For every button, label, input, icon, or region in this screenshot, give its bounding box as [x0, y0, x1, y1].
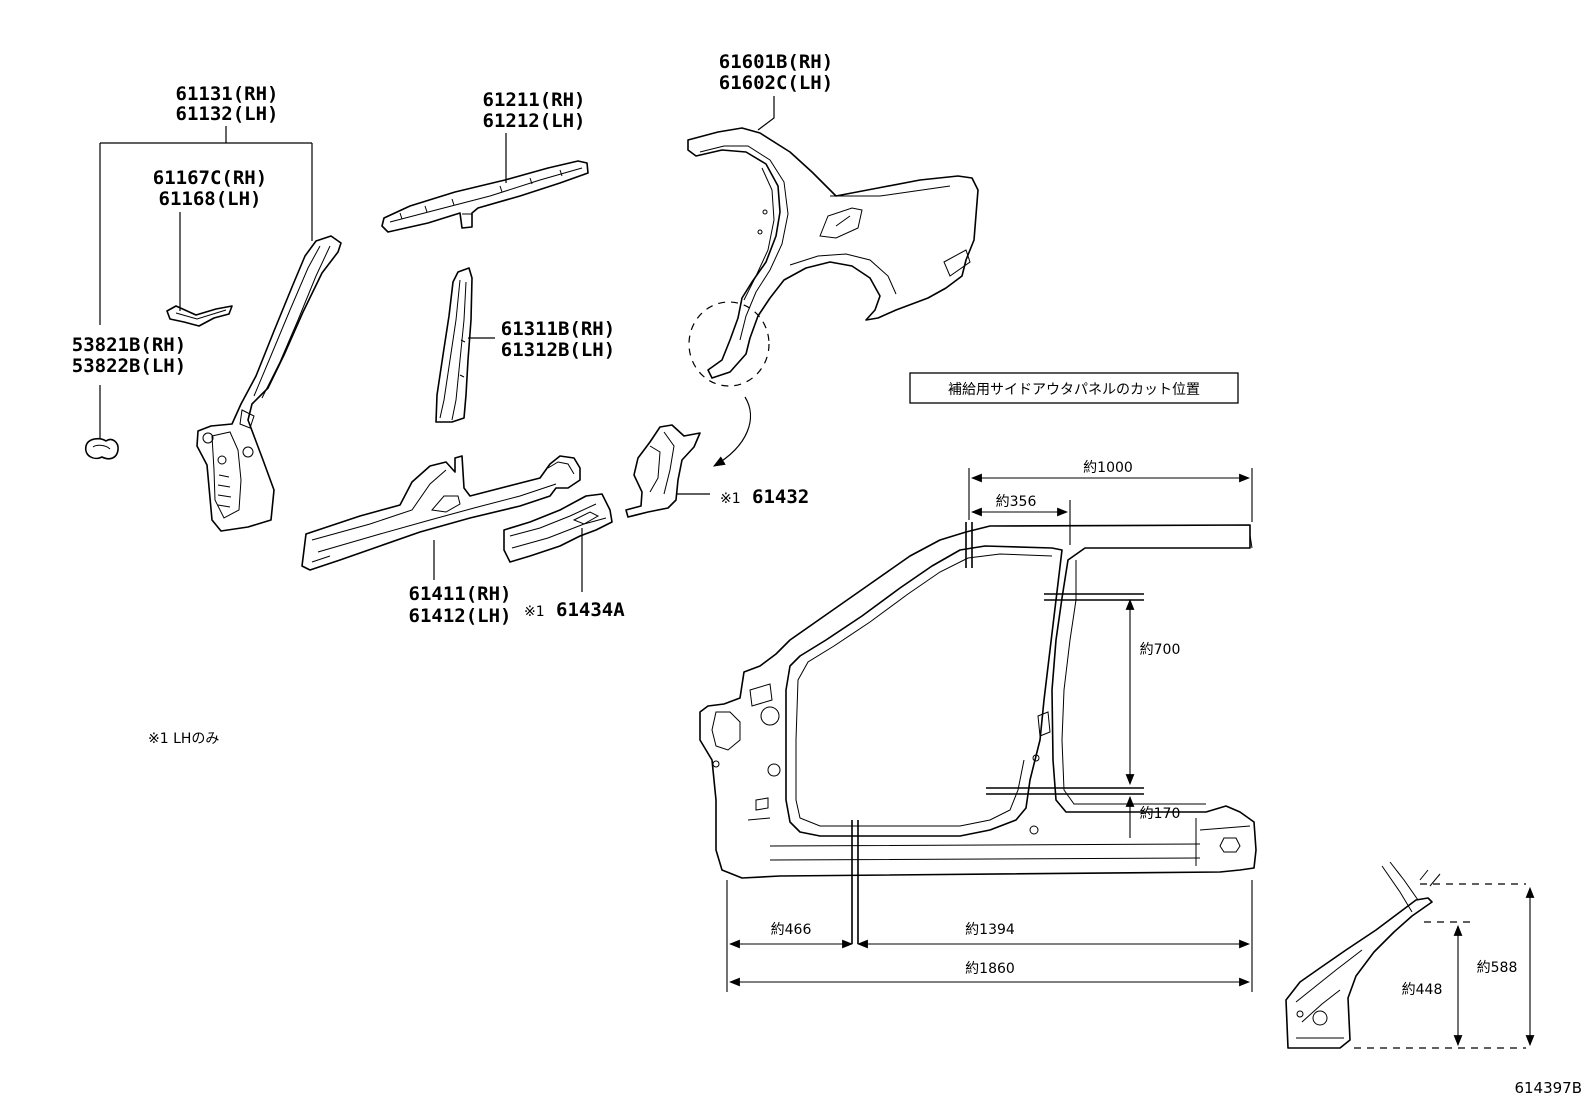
- label-61131-rh: 61131(RH): [176, 83, 279, 105]
- label-61602c-lh: 61602C(LH): [719, 72, 833, 94]
- dim-466: 約466: [771, 922, 812, 938]
- label-61412-lh: 61412(LH): [409, 605, 512, 627]
- dim-1394: 約1394: [965, 922, 1015, 938]
- label-61211-rh: 61211(RH): [483, 89, 586, 111]
- dim-448: 約448: [1402, 982, 1443, 998]
- label-61601b-rh: 61601B(RH): [719, 51, 833, 73]
- cut-position-title-box: 補給用サイドアウタパネルのカット位置: [909, 372, 1239, 404]
- dimension-labels: 約1000 約356 約700 約170 約466 約1394 約1860: [771, 460, 1181, 977]
- rocker-outer-part[interactable]: [301, 455, 581, 571]
- side-outer-panel: [699, 524, 1257, 879]
- dim-356: 約356: [996, 494, 1037, 510]
- label-61434a: 61434A: [556, 599, 625, 621]
- center-pillar-part[interactable]: [435, 267, 473, 423]
- label-61132-lh: 61132(LH): [176, 103, 279, 125]
- cut-position-title: 補給用サイドアウタパネルのカット位置: [948, 382, 1200, 398]
- label-53821b-rh: 53821B(RH): [72, 334, 186, 356]
- part-labels: 61131(RH) 61132(LH) 61167C(RH) 61168(LH)…: [72, 51, 833, 627]
- detail-arrow: [712, 396, 752, 467]
- label-61432-mark: ※1: [720, 491, 741, 507]
- wheel-arch-detail: [1285, 861, 1441, 1049]
- label-61432: 61432: [752, 486, 809, 508]
- dim-1860: 約1860: [965, 961, 1015, 977]
- label-61411-rh: 61411(RH): [409, 583, 512, 605]
- roof-rail-part[interactable]: [381, 160, 589, 233]
- dim-588: 約588: [1477, 960, 1518, 976]
- label-61434a-mark: ※1: [524, 604, 545, 620]
- label-53822b-lh: 53822B(LH): [72, 355, 186, 377]
- label-61311b-rh: 61311B(RH): [501, 318, 615, 340]
- label-61168-lh: 61168(LH): [159, 188, 262, 210]
- rocker-extension-part[interactable]: [503, 493, 613, 563]
- label-61312b-lh: 61312B(LH): [501, 339, 615, 361]
- leader-lines: [99, 96, 775, 592]
- dim-700: 約700: [1140, 642, 1181, 658]
- extension-part[interactable]: [166, 305, 233, 327]
- dim-170: 約170: [1140, 806, 1181, 822]
- dim-1000: 約1000: [1083, 460, 1133, 476]
- diagram-reference-code: 614397B: [1514, 1079, 1582, 1097]
- footnote-lh-only: ※1 LHのみ: [148, 731, 219, 747]
- wheel-extension-part[interactable]: [625, 424, 701, 518]
- cut-marks: [851, 522, 1144, 944]
- dimension-lines: [726, 468, 1253, 992]
- detail-circle: [688, 301, 770, 387]
- seal-part[interactable]: [84, 437, 119, 460]
- front-pillar-part[interactable]: [196, 235, 342, 532]
- label-61212-lh: 61212(LH): [483, 110, 586, 132]
- label-61167c-rh: 61167C(RH): [153, 167, 267, 189]
- wheel-arch-dimensions: 約588 約448: [1354, 883, 1535, 1049]
- quarter-panel-part[interactable]: [687, 127, 979, 387]
